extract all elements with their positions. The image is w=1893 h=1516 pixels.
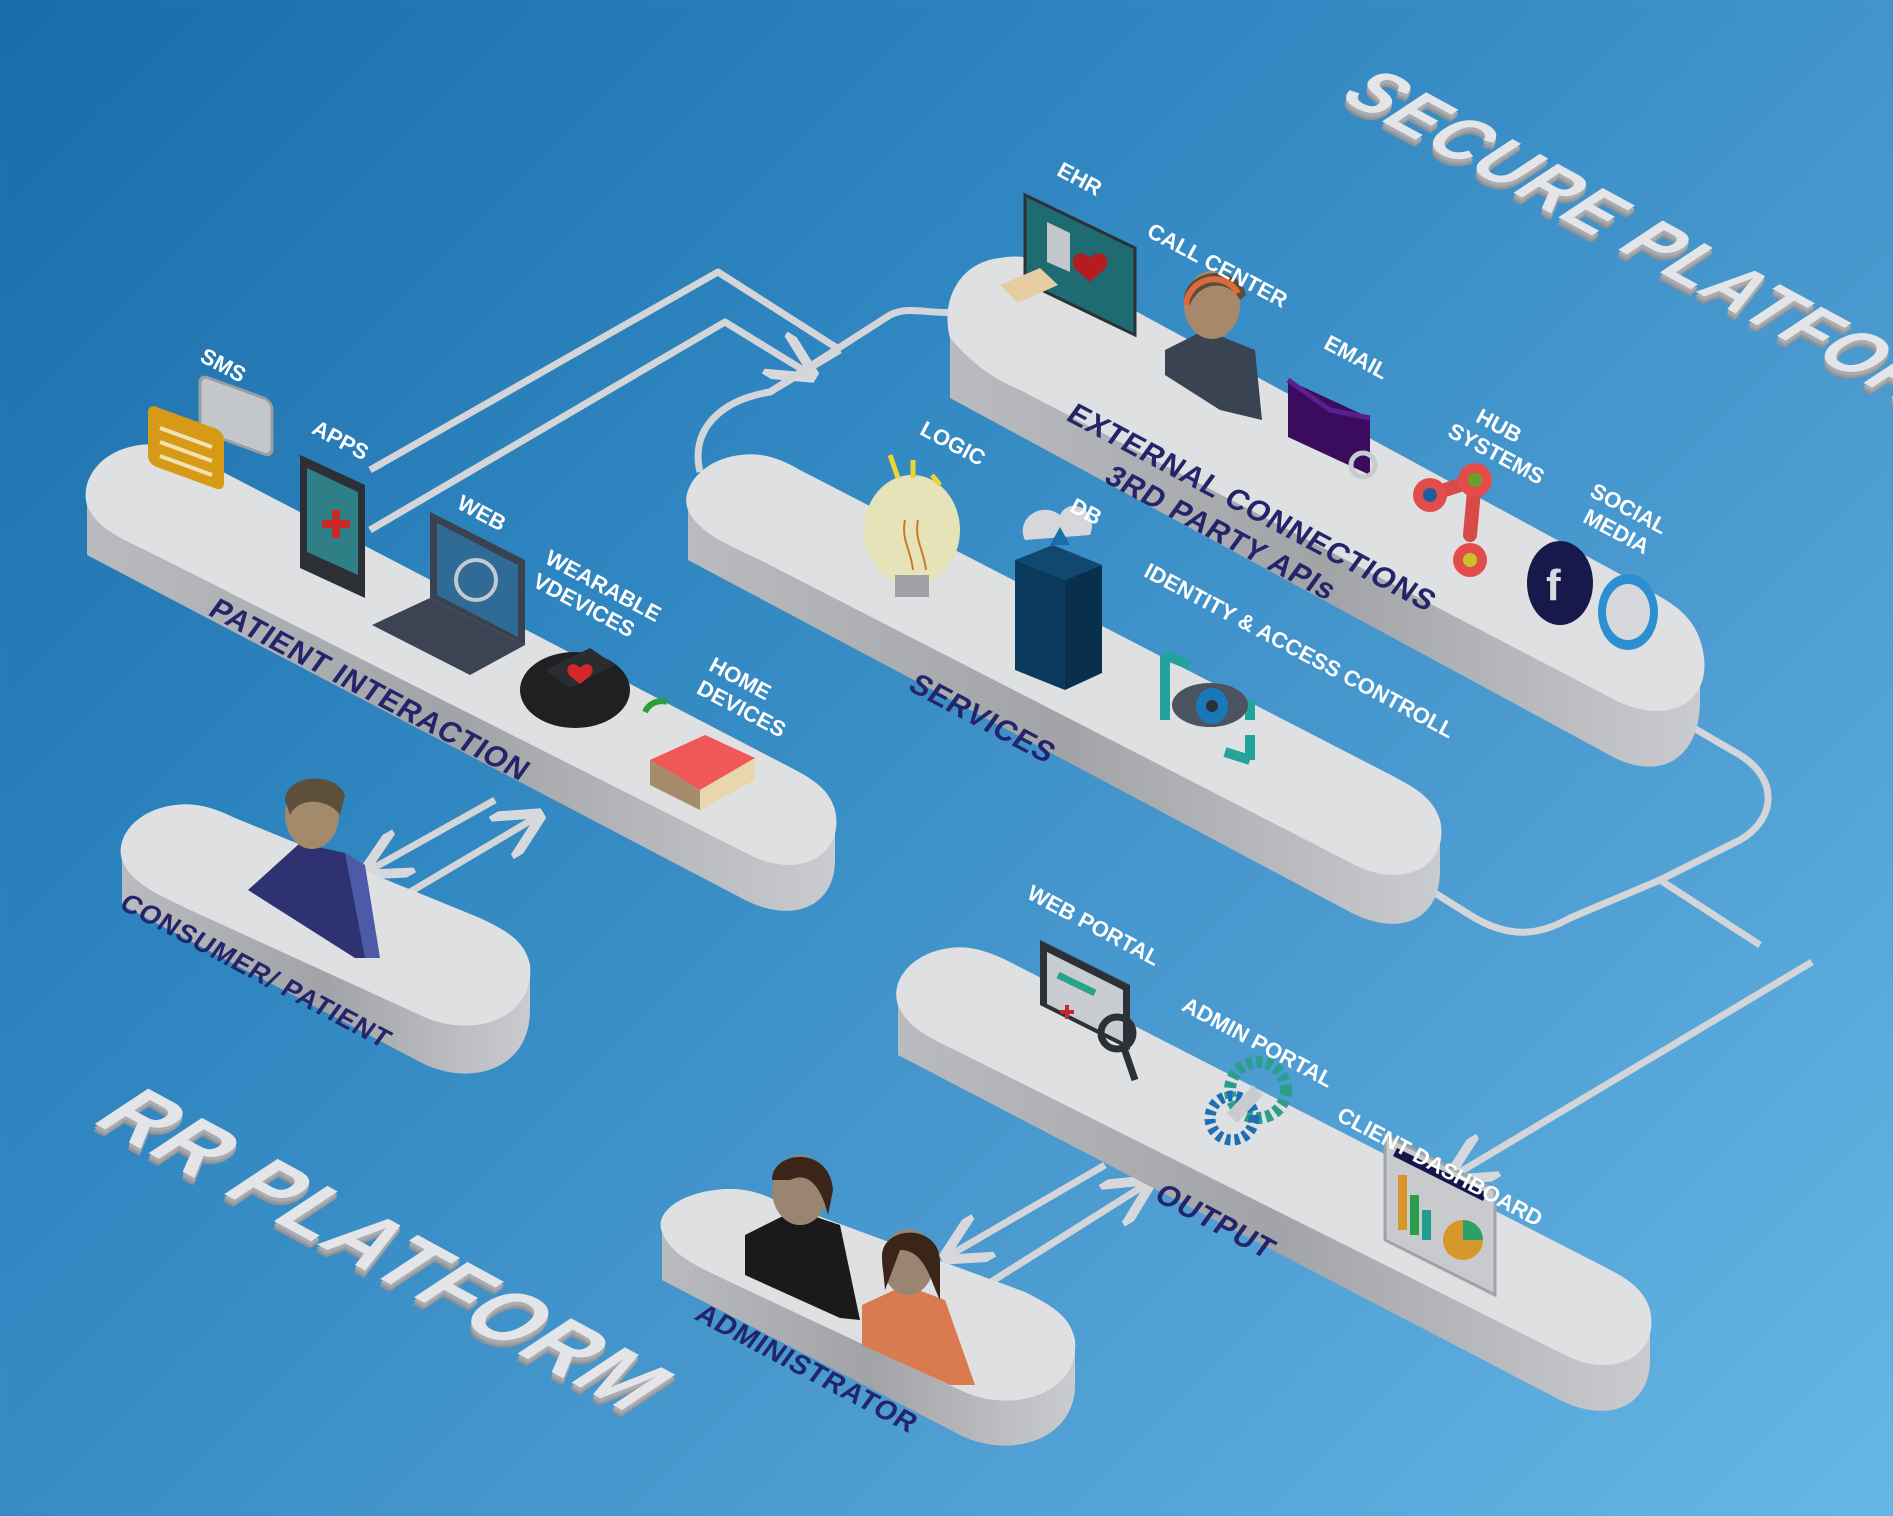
smart-home-icon bbox=[642, 698, 755, 810]
database-server-icon bbox=[1015, 505, 1102, 690]
ehr-monitor-icon bbox=[1000, 192, 1137, 338]
connector-apps-to-external-2 bbox=[368, 318, 808, 534]
lightbulb-icon bbox=[864, 454, 960, 597]
patient-avatar-icon bbox=[248, 778, 380, 958]
dashboard-chart-icon bbox=[1383, 1132, 1497, 1298]
chat-bubbles-icon bbox=[148, 375, 274, 490]
connector-admin-to-output-2 bbox=[973, 1185, 1145, 1295]
laptop-icon bbox=[372, 512, 525, 675]
smartphone-icon bbox=[300, 455, 365, 598]
connector-admin-to-output bbox=[950, 1161, 1107, 1255]
admin-people-icon bbox=[745, 1155, 975, 1385]
eye-scan-icon bbox=[1160, 650, 1255, 765]
web-portal-monitor-icon bbox=[1040, 940, 1139, 1082]
connector-lines bbox=[368, 268, 1814, 1295]
svg-text:f: f bbox=[1546, 561, 1561, 610]
connector-patient-to-interaction-2 bbox=[403, 818, 535, 899]
hub-share-icon bbox=[1413, 463, 1492, 577]
gears-icon bbox=[1204, 1056, 1292, 1146]
smartwatch-icon bbox=[520, 648, 630, 728]
connector-services-to-output bbox=[1428, 876, 1662, 936]
social-media-icon: f bbox=[1527, 541, 1658, 650]
connector-apps-to-external bbox=[368, 268, 842, 474]
connector-services-to-external bbox=[694, 306, 959, 473]
connector-patient-to-interaction bbox=[370, 796, 497, 870]
connector-external-to-output bbox=[1656, 716, 1772, 948]
envelope-icon bbox=[1286, 377, 1378, 480]
platform-external-connections bbox=[947, 256, 1705, 767]
call-center-agent-icon bbox=[1165, 271, 1262, 420]
connector-loop-to-dashboard bbox=[1455, 958, 1814, 1175]
